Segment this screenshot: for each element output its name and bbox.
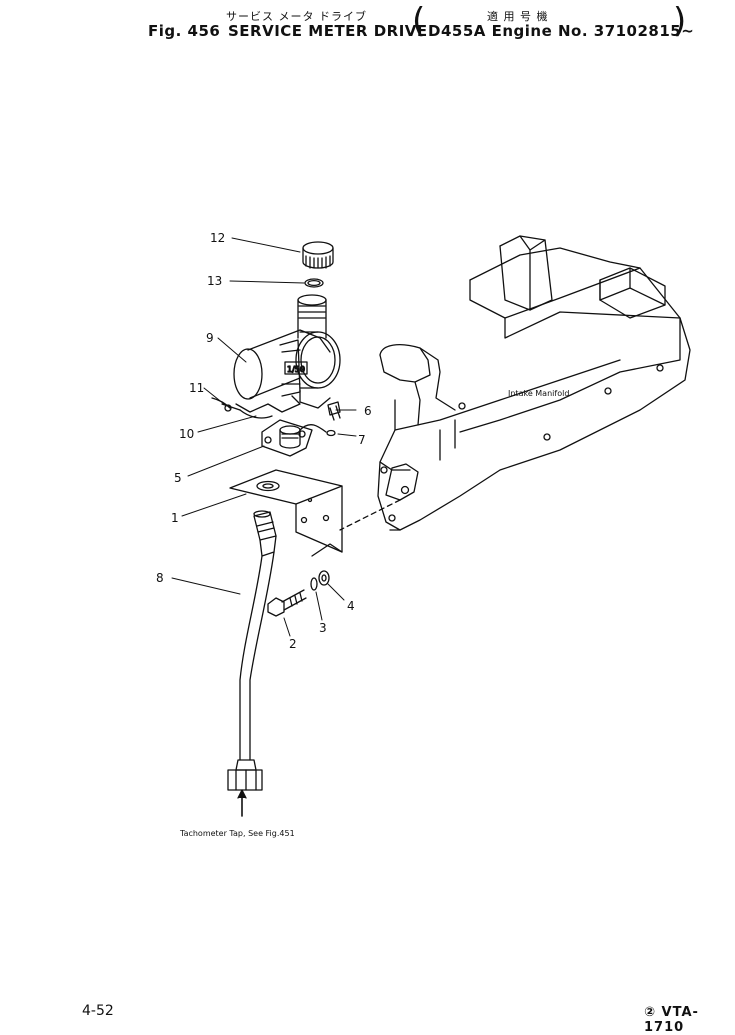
callout-1: 1	[171, 511, 179, 525]
part-12-cap	[302, 241, 334, 269]
jp-title: サービス メータ ドライブ	[226, 10, 367, 23]
callout-2: 2	[289, 637, 297, 651]
callout-11: 11	[189, 381, 204, 395]
part-13-o-ring	[304, 278, 324, 288]
meter-face-label: 1/50	[287, 365, 305, 374]
figure-title: SERVICE METER DRIVE	[228, 22, 428, 40]
figure-number: Fig. 456	[148, 22, 221, 40]
callout-numbers: 12 13 9 11 10 5 1 8 2 3 4 6 7	[156, 231, 372, 651]
callout-4: 4	[347, 599, 355, 613]
document-code: ② VTA-1710	[644, 1005, 699, 1035]
part-7-washer	[326, 429, 336, 437]
part-2-bolt	[267, 589, 307, 617]
leader-lines	[171, 237, 357, 637]
callout-6: 6	[364, 404, 372, 418]
part-6-bolt	[327, 401, 341, 421]
callout-3: 3	[319, 621, 327, 635]
callout-10: 10	[179, 427, 194, 441]
callout-7: 7	[358, 433, 366, 447]
part-3-washer	[310, 577, 318, 591]
part-5-adapter	[261, 419, 327, 457]
page-number: 4-52	[82, 1003, 114, 1019]
callout-8: 8	[156, 571, 164, 585]
part-1-bracket	[229, 469, 343, 557]
part-8-hose	[227, 510, 277, 817]
callout-9: 9	[206, 331, 214, 345]
paren-open: (	[412, 1, 426, 41]
callout-12: 12	[210, 231, 225, 245]
part-4-washer	[318, 570, 330, 586]
callout-13: 13	[207, 274, 222, 288]
part-9-service-meter	[233, 294, 341, 413]
intake-manifold	[339, 235, 691, 531]
callout-5: 5	[174, 471, 182, 485]
jp-applicable-label: 適 用 号 機	[487, 10, 549, 23]
intake-manifold-label: Intake Manifold	[508, 389, 569, 398]
applicability: D455A Engine No. 37102815~	[428, 22, 695, 40]
tachometer-note: Tachometer Tap, See Fig.451	[179, 829, 295, 838]
paren-close: )	[673, 1, 687, 41]
